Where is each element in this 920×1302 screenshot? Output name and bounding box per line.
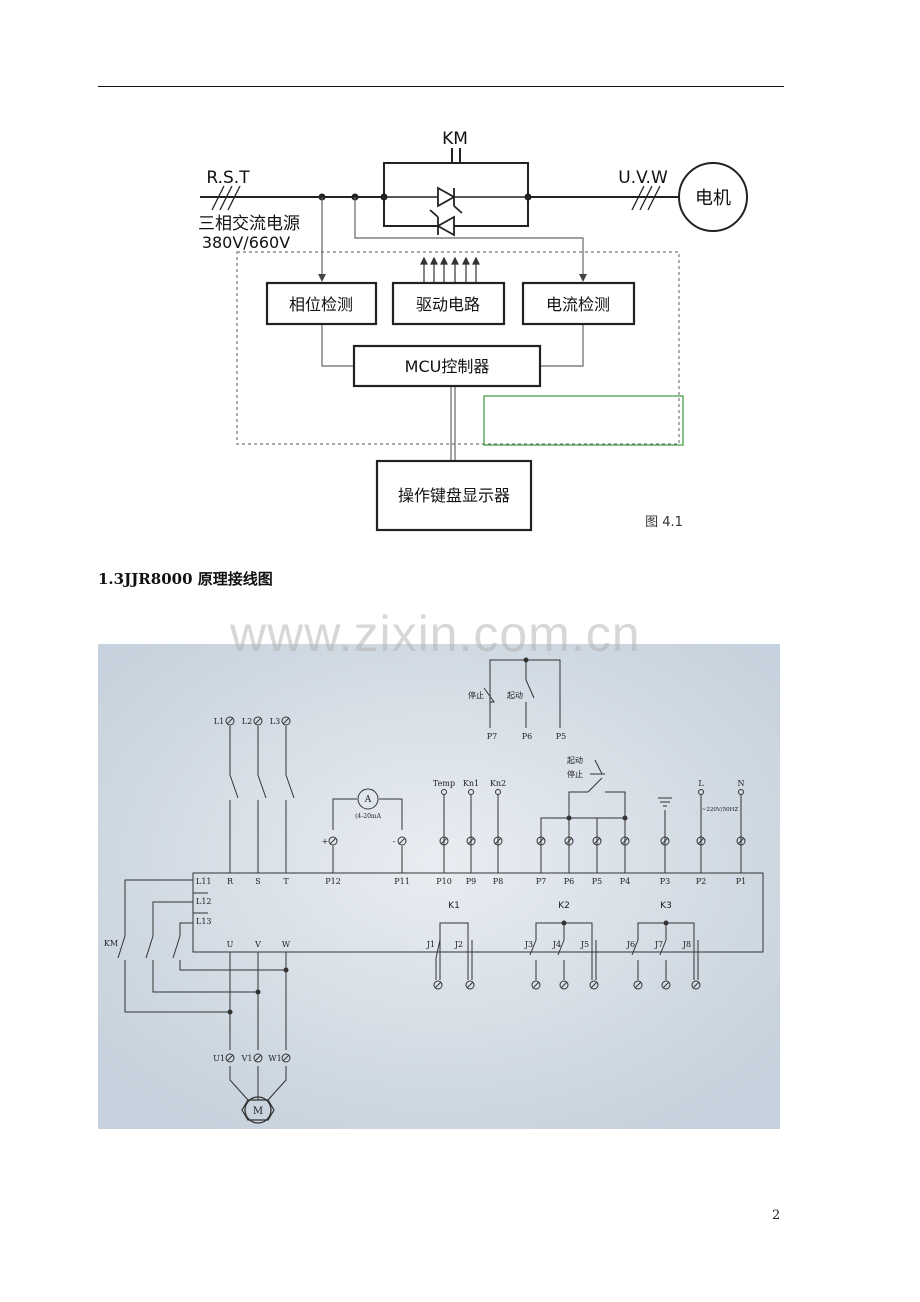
w1-label: W1: [268, 1054, 281, 1063]
motor-m-label: M: [253, 1106, 263, 1117]
j4-label: J4: [552, 940, 561, 949]
j2-label: J2: [454, 940, 463, 949]
j3-label: J3: [524, 940, 533, 949]
start-label: 起动: [507, 690, 523, 700]
l13-label: L13: [196, 917, 212, 926]
p5-top-label: P5: [556, 732, 566, 741]
block-diagram: KM R.S.T 三相交流电源 380V/660V U.V.W 电机 相位检测 …: [198, 129, 748, 532]
stop-label: 停止: [468, 690, 484, 700]
p6-top-label: P6: [522, 732, 532, 741]
j6-label: J6: [626, 940, 635, 949]
term-p5: P5: [592, 877, 602, 886]
current-detect-box: 电流检测: [546, 295, 610, 314]
l-label: L: [698, 779, 704, 788]
v1-label: V1: [241, 1054, 253, 1063]
section-heading: 1.3JJR8000 原理接线图: [98, 570, 273, 588]
u-label: U: [227, 940, 234, 949]
term-p3: P3: [660, 877, 670, 886]
p7-top-label: P7: [487, 732, 497, 741]
km-switch-label: KM: [104, 939, 118, 948]
term-p2: P2: [696, 877, 706, 886]
k1-label: K1: [448, 901, 460, 911]
term-p12: P12: [325, 877, 341, 886]
plus-label: +: [322, 837, 329, 846]
minus-label: -: [393, 837, 396, 846]
start2-label: 起动: [567, 755, 583, 765]
j5-label: J5: [580, 940, 589, 949]
k3-label: K3: [660, 901, 672, 911]
term-p10: P10: [436, 877, 452, 886]
kn2-label: Kn2: [490, 779, 506, 788]
term-p1: P1: [736, 877, 746, 886]
n-label: N: [738, 779, 745, 788]
term-p6: P6: [564, 877, 574, 886]
voltage-label: 380V/660V: [202, 233, 290, 252]
wiring-diagram: 停止 起动 P7 P6 P5 L1 L2 L3 A (4-20mA + - Te…: [98, 644, 780, 1129]
rst-label: R.S.T: [206, 168, 250, 188]
term-t: T: [283, 877, 289, 886]
j8-label: J8: [682, 940, 691, 949]
l3-label: L3: [270, 717, 280, 726]
page-number: 2: [772, 1208, 781, 1223]
term-p4: P4: [620, 877, 630, 886]
ma-label: (4-20mA: [355, 813, 382, 820]
l12-label: L12: [196, 897, 212, 906]
source-label: 三相交流电源: [198, 214, 300, 234]
l1-label: L1: [214, 717, 224, 726]
phase-detect-box: 相位检测: [289, 295, 353, 314]
header-rule: [98, 86, 784, 87]
term-p7: P7: [536, 877, 546, 886]
l2-label: L2: [242, 717, 252, 726]
temp-label: Temp: [433, 779, 455, 788]
motor-label: 电机: [695, 188, 731, 209]
uvw-label: U.V.W: [618, 168, 668, 188]
j7-label: J7: [654, 940, 663, 949]
kn1-label: Kn1: [463, 779, 479, 788]
stop2-label: 停止: [567, 769, 583, 779]
ammeter-label: A: [364, 795, 372, 805]
motor-symbol: [678, 162, 748, 232]
k2-label: K2: [558, 901, 570, 911]
mcu-box: MCU控制器: [405, 357, 490, 376]
watermark: www.zixin.com.cn: [230, 606, 641, 662]
km-label: KM: [442, 129, 468, 149]
term-r: R: [227, 877, 234, 886]
keyboard-box: 操作键盘显示器: [398, 486, 510, 505]
term-s: S: [255, 877, 260, 886]
term-p8: P8: [493, 877, 503, 886]
u1-label: U1: [213, 1054, 225, 1063]
vac-label: ~220V/50HZ: [702, 807, 739, 813]
l11-label: L11: [196, 877, 212, 886]
drive-circuit-box: 驱动电路: [416, 295, 480, 314]
v-label: V: [254, 940, 261, 949]
w-label: W: [282, 940, 291, 949]
figure-caption: 图 4.1: [645, 515, 683, 530]
term-p11: P11: [394, 877, 410, 886]
term-p9: P9: [466, 877, 476, 886]
j1-label: J1: [426, 940, 435, 949]
